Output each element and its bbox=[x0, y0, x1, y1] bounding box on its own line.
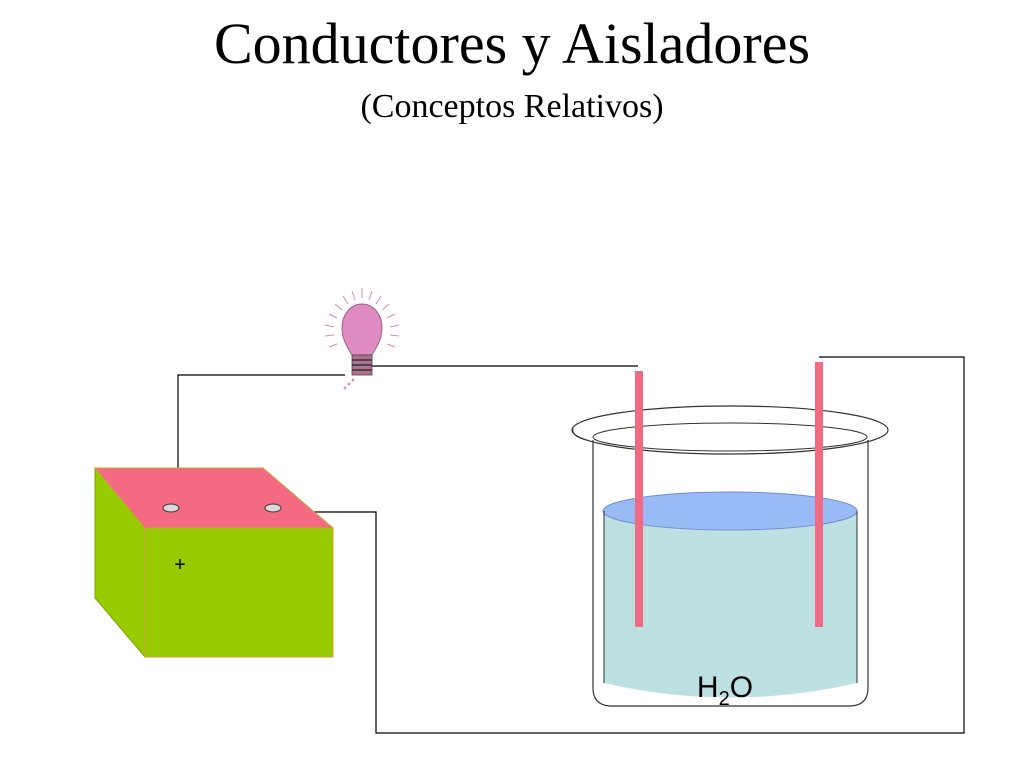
beaker-water bbox=[604, 511, 857, 698]
beaker-rim bbox=[571, 405, 889, 455]
water-formula-label: H2O bbox=[697, 671, 753, 710]
beaker: H2O bbox=[571, 405, 889, 710]
electrode-right bbox=[815, 362, 823, 627]
battery-terminal-negative bbox=[264, 503, 282, 513]
battery-terminal-positive bbox=[162, 503, 180, 513]
battery: + bbox=[93, 466, 335, 659]
circuit-wires bbox=[177, 356, 965, 734]
slide-title: Conductores y Aisladores bbox=[213, 11, 811, 76]
light-bulb-icon bbox=[324, 288, 400, 390]
wire-battery-to-bulb bbox=[177, 374, 345, 505]
wire-electrode-to-return bbox=[282, 356, 965, 734]
battery-plus-label: + bbox=[174, 554, 186, 576]
battery-front-face bbox=[144, 527, 334, 658]
slide-subtitle: (Conceptos Relativos) bbox=[360, 88, 664, 125]
electrode-left bbox=[635, 371, 643, 627]
